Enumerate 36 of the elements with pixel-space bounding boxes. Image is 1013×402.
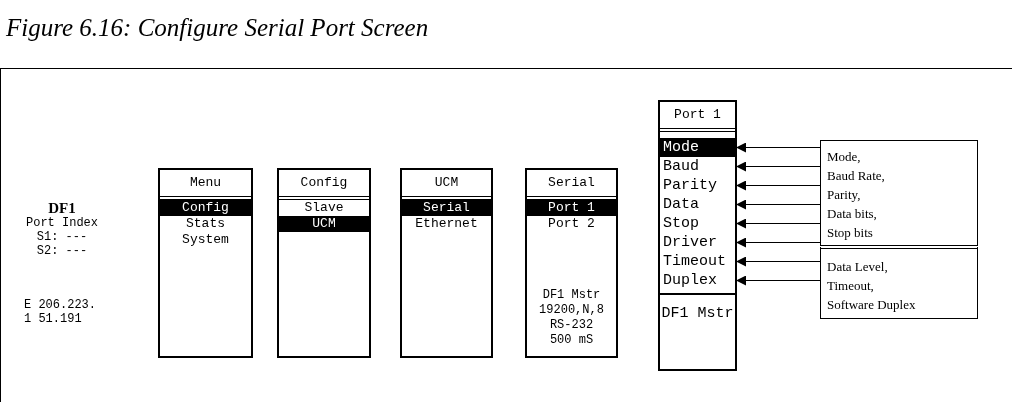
- callout-text: Mode, Baud Rate, Parity, Data bits, Stop bits: [827, 148, 886, 242]
- status-text: DF1 Mstr: [660, 293, 735, 369]
- selected-menu-item: Serial: [402, 200, 491, 216]
- menu-item: Slave: [303, 200, 345, 216]
- node-label: Baud: [663, 158, 700, 175]
- status-text: E 206.223. 1 51.191: [24, 298, 97, 326]
- menu-item: System: [181, 232, 230, 248]
- node-label: Duplex: [663, 272, 718, 289]
- callout-box: [820, 245, 978, 319]
- screen-title: Port 1: [660, 102, 735, 132]
- node-label: Driver: [663, 234, 718, 251]
- status-text: DF1 Mstr 19200,N,8 RS-232 500 mS: [538, 288, 605, 348]
- menu-item: Port 2: [547, 216, 596, 232]
- lcd-screen: [277, 168, 371, 358]
- node-label: Parity: [663, 177, 718, 194]
- status-text: S1: ---: [35, 230, 89, 244]
- protocol-label: DF1: [47, 200, 77, 217]
- menu-item: Ethernet: [414, 216, 479, 232]
- callout-box: [820, 140, 978, 246]
- selected-menu-item: UCM: [279, 216, 369, 232]
- figure-title: Figure 6.16: Configure Serial Port Screen: [6, 14, 429, 42]
- lcd-screen: [400, 168, 493, 358]
- screen-title: Config: [279, 170, 369, 200]
- status-text: Port Index: [25, 216, 99, 230]
- lcd-screen: [525, 168, 618, 358]
- selected-menu-item: Port 1: [527, 200, 616, 216]
- lcd-screen: [658, 100, 737, 371]
- selected-menu-item: Config: [160, 200, 251, 216]
- node-label: Data: [663, 196, 700, 213]
- status-text: S2: ---: [35, 244, 89, 258]
- lcd-screen: [158, 168, 253, 358]
- node-label: Stop: [663, 215, 700, 232]
- node-label: Timeout: [663, 253, 727, 270]
- menu-item: Stats: [185, 216, 226, 232]
- callout-text: Data Level, Timeout, Software Duplex: [827, 258, 917, 314]
- selected-menu-item: Mode: [660, 138, 735, 157]
